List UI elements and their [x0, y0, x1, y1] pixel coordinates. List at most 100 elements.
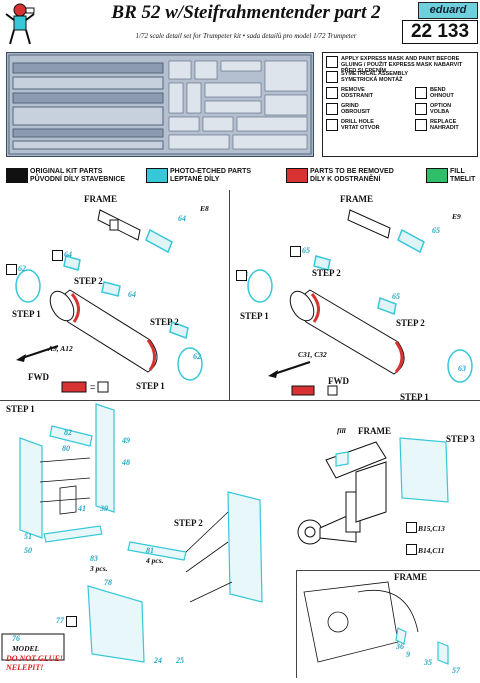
symmetric-icon	[326, 71, 338, 83]
page-title: BR 52 w/Steifrahmentender part 2	[111, 2, 381, 23]
grind-icon	[326, 103, 338, 115]
divider-vertical-top	[229, 190, 230, 400]
part-number: 65	[302, 246, 310, 255]
ref-b14-c11: B14,C11	[418, 546, 445, 555]
part-number: 65	[432, 226, 440, 235]
swatch-fill	[426, 168, 448, 183]
part-number: 77	[56, 616, 64, 625]
left-step2a: STEP 2	[74, 276, 103, 286]
bend-icon	[415, 87, 427, 99]
drill-hole-icon	[326, 119, 338, 131]
pcs4-label: 4 pcs.	[146, 556, 164, 565]
part-number: 36	[396, 642, 404, 651]
right-step2a: STEP 2	[312, 268, 341, 278]
mascot-logo	[4, 2, 36, 46]
bend-icon	[236, 270, 247, 281]
part-number: 64	[128, 290, 136, 299]
part-number: 78	[104, 578, 112, 587]
do-not-glue-warning: DO NOT GLUE! NELEPIT!	[6, 654, 63, 672]
part-number: 51	[24, 532, 32, 541]
replace-icon	[415, 119, 427, 131]
kit-number: 22 133	[402, 20, 478, 44]
legend-express-mask: APPLY EXPRESS MASK AND PAINT BEFORE GLUI…	[341, 56, 463, 74]
right-step2b: STEP 2	[396, 318, 425, 328]
step3-drawing	[296, 402, 480, 570]
frame2-label: FRAME	[394, 572, 427, 582]
svg-text:=: =	[90, 382, 95, 392]
left-step2b: STEP 2	[150, 317, 179, 327]
part-number: 41	[78, 504, 86, 513]
part-number: 50	[24, 546, 32, 555]
remove-icon	[326, 87, 338, 99]
step2-label: STEP 2	[174, 518, 203, 528]
part-number: 63	[458, 364, 466, 373]
right-parts-ref: C31, C32	[298, 350, 327, 359]
step1-2-drawing	[0, 402, 296, 678]
bend-icon	[6, 264, 17, 275]
part-number: 64	[178, 214, 186, 223]
symbol-legend: APPLY EXPRESS MASK AND PAINT BEFORE GLUI…	[322, 52, 478, 157]
option-icon	[406, 522, 417, 533]
swatch-original	[6, 168, 28, 183]
right-fwd-label: FWD	[328, 376, 349, 386]
option-icon	[415, 103, 427, 115]
right-ref-e9: E9	[452, 212, 461, 221]
part-number: 65	[392, 292, 400, 301]
part-number: 39	[100, 504, 108, 513]
step1-label: STEP 1	[6, 404, 35, 414]
frame-detail-drawing	[298, 572, 480, 678]
step3-label: STEP 3	[446, 434, 475, 444]
part-number: 80	[62, 444, 70, 453]
left-ref-e8: E8	[200, 204, 209, 213]
model-label: MODEL	[12, 644, 40, 653]
divider-bottom-right-v	[296, 570, 297, 678]
page-subtitle: 1/72 scale detail set for Trumpeter kit …	[135, 32, 357, 40]
part-number: 62	[193, 352, 201, 361]
bend-icon	[66, 616, 77, 627]
left-tender-drawing: =	[0, 190, 229, 400]
swatch-remove	[286, 168, 308, 183]
right-step1: STEP 1	[240, 311, 269, 321]
right-step1b: STEP 1	[400, 392, 429, 402]
part-number: 62	[18, 264, 26, 273]
divider-horizontal	[0, 400, 480, 401]
step3-frame-label: FRAME	[358, 426, 391, 436]
left-fwd-label: FWD	[28, 372, 49, 382]
bend-icon	[52, 250, 63, 261]
bend-icon	[290, 246, 301, 257]
part-number: 64	[64, 250, 72, 259]
part-number: 82	[64, 428, 72, 437]
part-number: 49	[122, 436, 130, 445]
part-number: 57	[452, 666, 460, 675]
part-number: 83	[90, 554, 98, 563]
swatch-photo-etched	[146, 168, 168, 183]
right-tender-drawing	[230, 190, 480, 400]
photo-etched-fret-image	[6, 52, 314, 157]
brand-logo: eduard	[418, 2, 478, 19]
part-number: 76	[12, 634, 20, 643]
part-number: 24	[154, 656, 162, 665]
pcs3-label: 3 pcs.	[90, 564, 108, 573]
option-icon	[406, 544, 417, 555]
part-number: 35	[424, 658, 432, 667]
part-number: 9	[406, 650, 410, 659]
part-number: 25	[176, 656, 184, 665]
divider-bottom-right	[296, 570, 480, 571]
left-step1b: STEP 1	[136, 381, 165, 391]
right-frame-label: FRAME	[340, 194, 373, 204]
left-step1: STEP 1	[12, 309, 41, 319]
left-parts-ref: A9, A12	[48, 344, 73, 353]
ref-b15-c13: B15,C13	[418, 524, 445, 533]
fill-label: fill	[337, 426, 346, 435]
